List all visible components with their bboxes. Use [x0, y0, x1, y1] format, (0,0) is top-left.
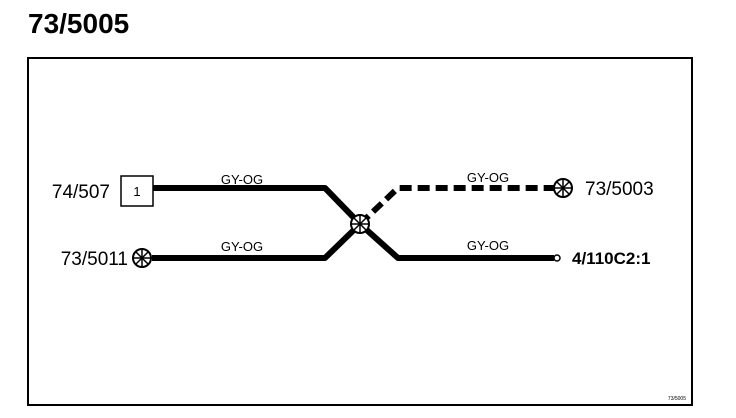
footer-reference: 73/5005	[668, 396, 686, 402]
connector-74-507: 1 74/507	[52, 175, 154, 207]
connector-label-left-bottom: 73/5011	[61, 249, 128, 270]
wire-right-bottom	[357, 221, 554, 261]
connector-label-left-top: 74/507	[52, 182, 110, 203]
connector-73-5003: 73/5003	[553, 178, 654, 200]
pin-number: 1	[133, 184, 140, 199]
connector-73-5011: 73/5011	[61, 248, 152, 270]
crossed-circle-icon	[553, 178, 573, 198]
splice-icon	[350, 214, 370, 234]
connector-4-110c2-1: 4/110C2:1	[553, 249, 650, 268]
diagram-frame	[27, 57, 693, 406]
page-title: 73/5005	[28, 8, 130, 39]
wire-code-left-top: GY-OG	[221, 172, 263, 187]
terminal-circle-icon	[553, 254, 561, 262]
crossed-circle-icon	[132, 248, 152, 268]
connector-label-right-top: 73/5003	[585, 179, 654, 200]
wire-left-bottom	[152, 221, 363, 261]
square-pin-icon	[120, 175, 154, 207]
wire-code-right-top: GY-OG	[467, 170, 509, 185]
connector-label-right-bottom: 4/110C2:1	[572, 249, 650, 268]
wire-right-top	[357, 185, 554, 227]
wire-code-left-bottom: GY-OG	[221, 239, 263, 254]
wire-left-top	[153, 185, 363, 227]
wire-code-right-bottom: GY-OG	[467, 238, 509, 253]
